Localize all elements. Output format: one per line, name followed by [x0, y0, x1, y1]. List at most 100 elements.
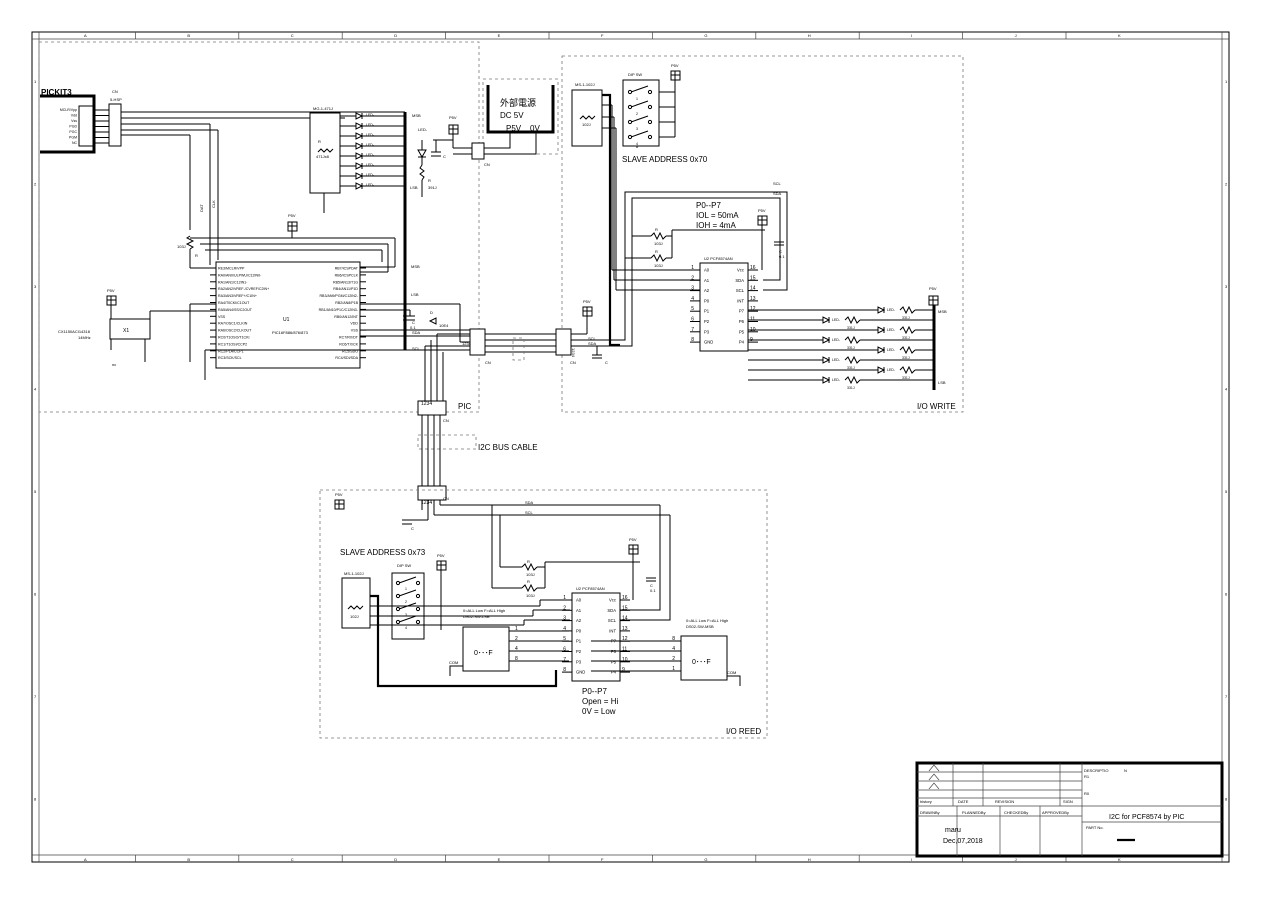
- write-led-resistor: [899, 325, 916, 335]
- read-resnet-value: 102J: [350, 614, 359, 619]
- dip-lever: [398, 589, 417, 597]
- write-pullup-resistor-2: [650, 253, 667, 263]
- title-drawn-by: DRAWNBy: [920, 810, 940, 815]
- dip-lever: [398, 615, 417, 623]
- read-ic-pin-name-left: GND: [576, 670, 585, 675]
- read-ic-pin-number-left: 2: [563, 605, 566, 611]
- frame-row-label-left: 5: [34, 489, 37, 494]
- mcu-pin-label-left: RC1/T1OSI/CCP2: [218, 342, 247, 346]
- led-icon: [355, 132, 364, 140]
- pickit-pin-label: PGD: [69, 125, 77, 129]
- dip-contact: [415, 606, 421, 612]
- mcu-pin-label-right: RB7/ICSPDAT: [335, 267, 359, 271]
- write-dip-pin: 8: [636, 144, 639, 149]
- power-led-resistor: [419, 164, 425, 181]
- write-pullup-v2: 103J: [654, 263, 663, 268]
- rotary-msb-value: 0･･･F: [692, 659, 711, 666]
- frame-col-label-bottom: H: [808, 857, 811, 862]
- frame-row-label-right: 6: [1225, 592, 1228, 597]
- rotary-lsb-note1: 0=ALL Low F=ALL High: [463, 608, 505, 613]
- write-led-label: LED-: [887, 308, 896, 312]
- p5v-label-read-dip: P5V: [437, 553, 445, 558]
- rotary-lsb-note2: DS02-SW-LSB: [463, 614, 490, 619]
- reg-cap-value: 0.1: [410, 325, 416, 330]
- mclr-r-value: 103J: [177, 244, 186, 249]
- io-read-boundary: [319, 489, 768, 739]
- write-ic-pin-name-left: P3: [704, 329, 710, 334]
- title-checked-by: CHECKEDBy: [1004, 810, 1028, 815]
- frame-col-label-bottom: F: [601, 857, 604, 862]
- frame-row-label-right: 1: [1225, 79, 1228, 84]
- write-ic-pin-name-right: SDA: [735, 278, 744, 283]
- read-ic-pin-name-left: P1: [576, 639, 582, 644]
- mcu-pin-label-right: RB3/AN9/PGM/C12IN2-: [319, 294, 358, 298]
- write-led-label: LED-: [832, 358, 841, 362]
- frame-row-label-right: 7: [1225, 694, 1228, 699]
- rotary-lsb-value: 0･･･F: [474, 650, 493, 657]
- mcu-pin-label-right: VDD: [350, 322, 358, 326]
- frame-col-label-bottom: I: [911, 857, 912, 862]
- frame-row-label-left: 8: [34, 797, 37, 802]
- frame-col-label-top: A: [84, 33, 87, 38]
- p5v-label-write-bus: P5V: [583, 299, 591, 304]
- write-ic-pin-number-left: 3: [691, 286, 694, 292]
- io-write-label: I/O WRITE: [917, 402, 956, 411]
- led-icon: [355, 112, 364, 120]
- frame-col-label-bottom: G: [704, 857, 707, 862]
- dip-lever: [630, 130, 649, 138]
- write-ic-pin-number-left: 8: [691, 337, 694, 343]
- write-bus-connector-pins: 1234: [571, 348, 576, 358]
- read-ic-pin-name-left: P3: [576, 659, 582, 664]
- oscillator-freq: 14MHz: [78, 335, 91, 340]
- read-ic-pin-name-right: SDA: [607, 608, 616, 613]
- read-ic-pin-number-right: 12: [622, 636, 628, 642]
- frame-col-label-top: H: [808, 33, 811, 38]
- write-led-label: LED-: [887, 328, 896, 332]
- frame-col-label-bottom: D: [394, 857, 397, 862]
- write-led-icon: [822, 356, 831, 364]
- write-ic-pin-name-right: P4: [739, 340, 745, 345]
- p5v-label-read-ic: P5V: [629, 537, 637, 542]
- ext-power-p5v: P5V: [506, 124, 522, 133]
- write-led-resistor: [844, 375, 861, 385]
- write-ic-pin-number-left: 2: [691, 275, 694, 281]
- led-array-r: R: [318, 139, 321, 144]
- pickit-pin-body: [78, 105, 94, 147]
- led-label: LED-: [366, 143, 375, 147]
- write-ic-cap-v: 0.1: [779, 254, 785, 259]
- write-dip-toggles: 1234: [627, 85, 653, 146]
- net-lsb-label: LSB: [411, 292, 419, 297]
- read-ic-pin-name-right: P4: [611, 670, 617, 675]
- write-ic-pin-name-left: A2: [704, 288, 710, 293]
- power-led-icon: [417, 149, 427, 159]
- title-main: I2C for PCF8574 by PIC: [1109, 814, 1184, 821]
- ext-power-title: 外部電源: [500, 97, 536, 108]
- mcu-pin-label-left: RC2/P1A/CCP1: [218, 349, 244, 353]
- write-led-resistor-value: 331J: [902, 336, 910, 340]
- pic-bus-connector-pins: 1234: [462, 341, 472, 346]
- title-rev0: R0: [1084, 791, 1090, 796]
- led-icon: [355, 172, 364, 180]
- title-descr-n: N: [1124, 768, 1127, 773]
- mcu-pin-label-left: RC0/T1OSO/T1CKI: [218, 336, 250, 340]
- write-ic-pin-number-left: 6: [691, 317, 694, 323]
- rotary-pin-number: 1: [672, 666, 675, 672]
- led-icon: [355, 122, 364, 130]
- power-led-label: LED-: [418, 127, 428, 132]
- power-cap-label: C: [443, 154, 446, 159]
- diode-value: 10E4: [439, 323, 449, 328]
- write-bus-cap: C: [605, 360, 608, 365]
- read-ic-pin-number-right: 16: [622, 595, 628, 601]
- pic-mcu-left-pins: RE3/MCLR/VPPRA0/AN0/ULPWU/C12IN0-RA1/AN1…: [210, 267, 269, 360]
- bus-lower-cn-label: CN: [443, 496, 449, 501]
- read-ic-pin-number-left: 1: [563, 595, 566, 601]
- write-led-icon: [822, 376, 831, 384]
- power-connector: [471, 142, 485, 160]
- p5v-label-write-dip: P5V: [671, 63, 679, 68]
- write-ic-ref: U2 PCF8574AN: [704, 256, 733, 261]
- frame-row-label-right: 3: [1225, 284, 1228, 289]
- title-approved-by: APPROVEDBy: [1042, 810, 1069, 815]
- mcu-pin-label-left: RA1/AN1/C12IN1-: [218, 280, 248, 284]
